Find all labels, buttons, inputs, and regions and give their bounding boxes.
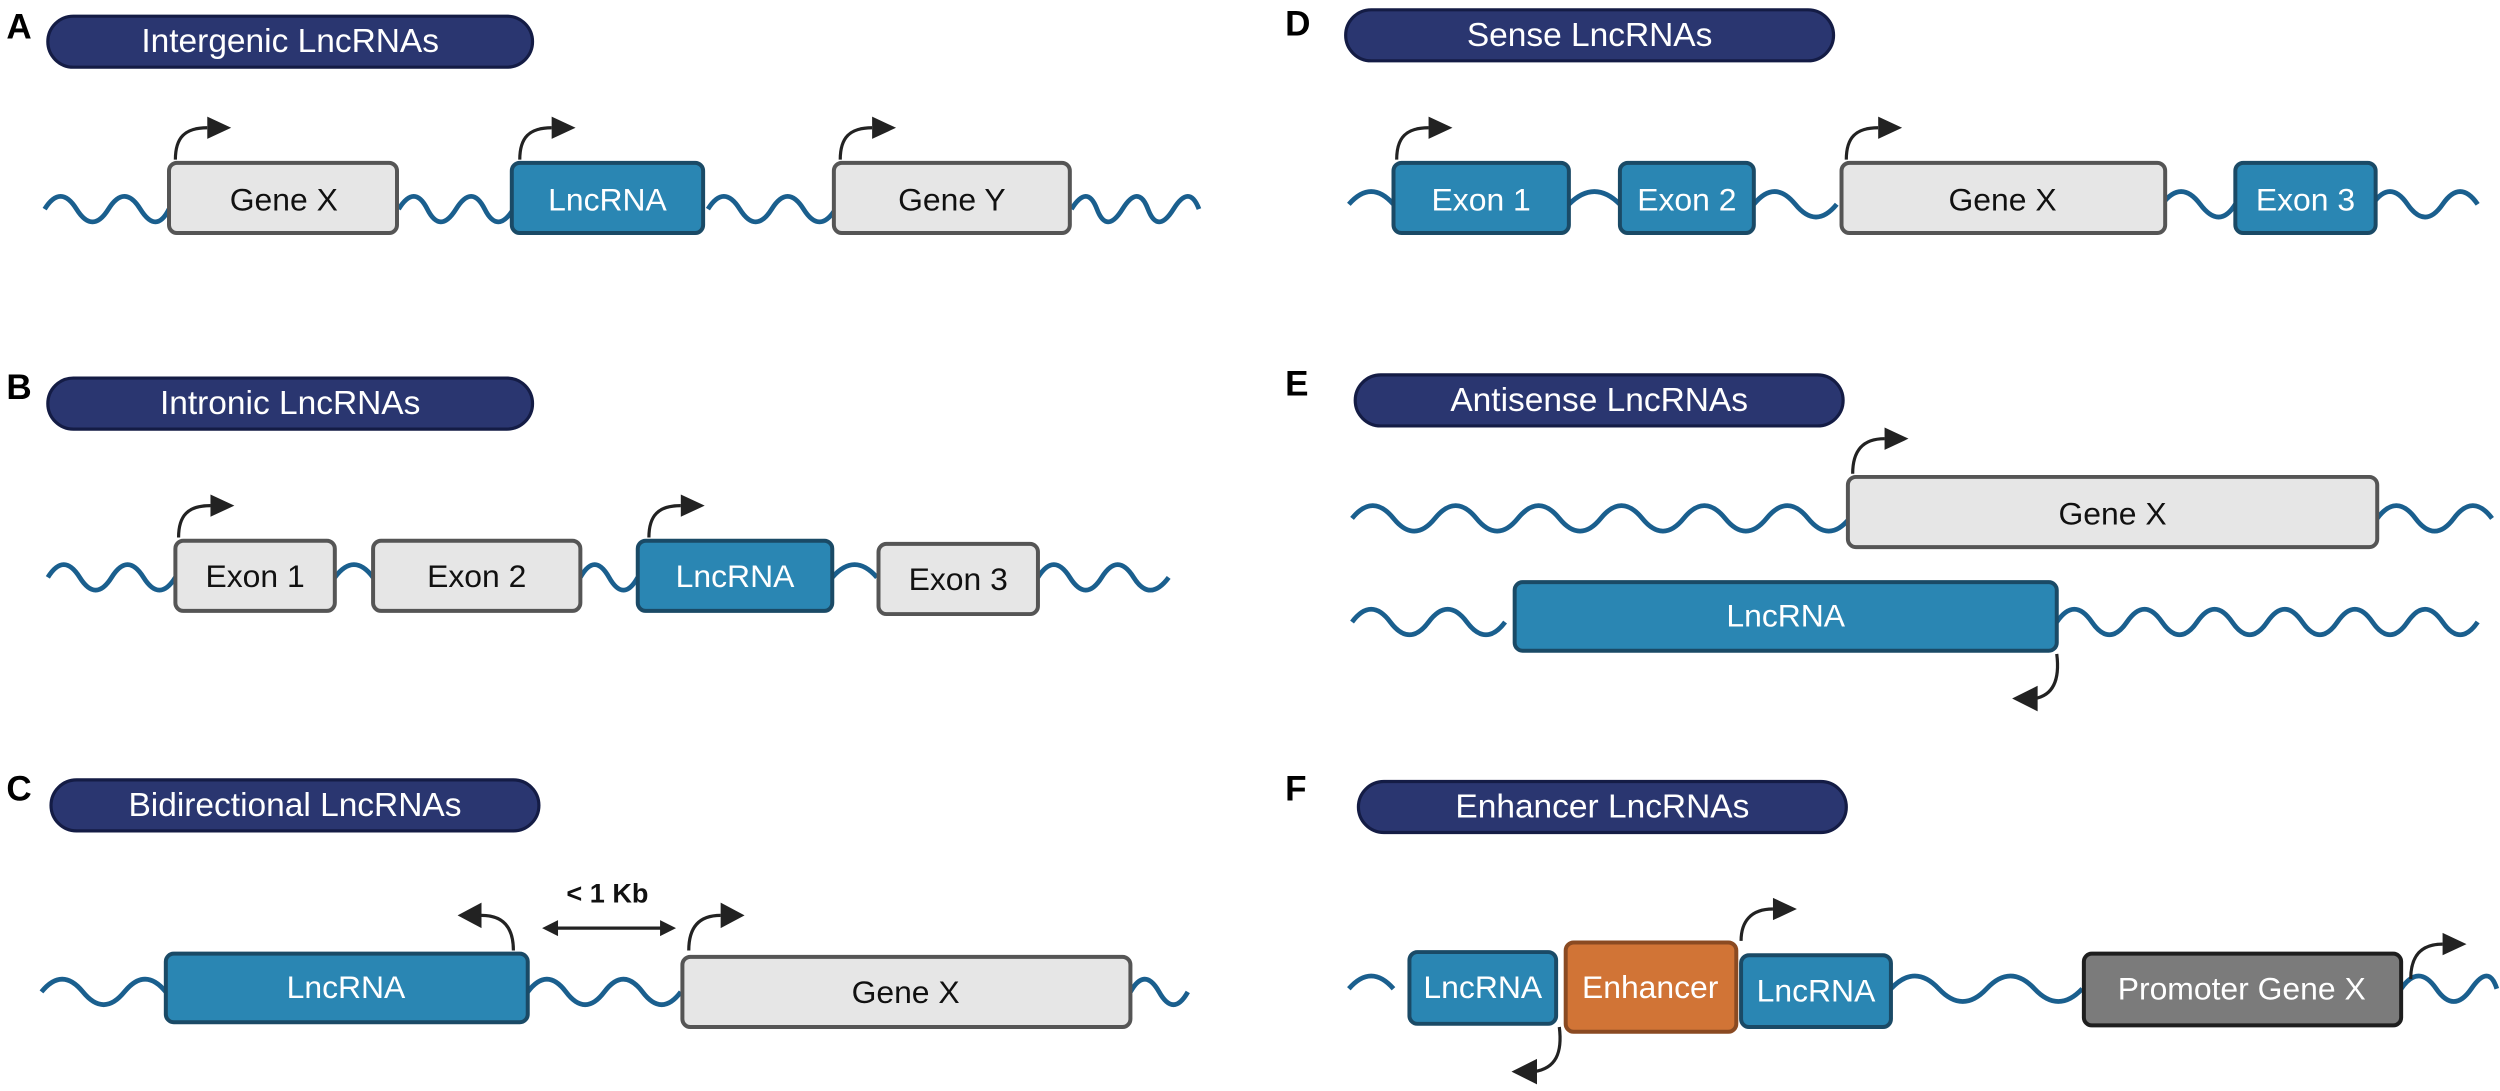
lncrna-label: LncRNA — [1757, 972, 1876, 1008]
gene-x-box — [680, 954, 1133, 1029]
gene-x-box — [1845, 474, 2380, 550]
transcription-start-arrow-icon — [647, 494, 705, 538]
panel-d: D Sense LncRNAs Exon 1 Exon 2 Gene X Exo… — [1285, 4, 2480, 235]
dna-strand — [1347, 189, 2480, 220]
transcription-start-arrow-icon — [1739, 897, 1797, 941]
exon-2-box — [1617, 160, 1756, 235]
panel-letter-b: B — [6, 368, 31, 407]
lncrna-box — [163, 951, 530, 1025]
panel-c: C Bidirectional LncRNAs LncRNA Gene X < … — [6, 770, 1190, 1029]
lncrna-box — [509, 160, 706, 235]
promoter-gene-x-label: Promoter Gene X — [2118, 971, 2366, 1007]
title-pill-c — [49, 778, 541, 833]
panel-letter-f: F — [1285, 770, 1306, 809]
dna-strand — [1350, 606, 2480, 638]
exon-3-label: Exon 3 — [2256, 182, 2355, 218]
exon-3-box — [2233, 160, 2378, 235]
exon-2-box — [371, 538, 583, 613]
dna-strand — [42, 193, 1202, 225]
enhancer-label: Enhancer — [1582, 969, 1719, 1005]
panel-e: E Antisense LncRNAs Gene X LncRNA — [1285, 365, 2494, 712]
panel-f: F Enhancer LncRNAs LncRNA Enhancer LncRN… — [1285, 770, 2500, 1085]
transcription-start-arrow-icon — [2409, 932, 2467, 980]
panel-b: B Intronic LncRNAs Exon 1 Exon 2 LncRNA … — [6, 368, 1171, 617]
gene-x-box — [167, 160, 399, 235]
panel-title-b: Intronic LncRNAs — [160, 385, 420, 422]
panel-title-f: Enhancer LncRNAs — [1455, 788, 1749, 825]
lncrna-box — [1739, 953, 1893, 1029]
dna-strand — [39, 976, 1190, 1008]
panel-title-a: Intergenic LncRNAs — [141, 23, 439, 60]
gene-y-box — [831, 160, 1072, 235]
panel-title-d: Sense LncRNAs — [1467, 17, 1713, 54]
transcription-start-arrow-icon — [1844, 116, 1903, 160]
dna-strand — [45, 562, 1171, 593]
lncrna-label: LncRNA — [1423, 969, 1542, 1005]
enhancer-box — [1563, 940, 1739, 1034]
title-pill-e — [1353, 373, 1845, 428]
transcription-start-arrow-icon — [176, 494, 235, 538]
exon-1-label: Exon 1 — [1432, 182, 1531, 218]
exon-2-label: Exon 2 — [427, 558, 526, 594]
title-pill-a — [46, 14, 535, 69]
exon-1-box — [173, 538, 337, 613]
lncrna-box — [1407, 950, 1559, 1026]
transcription-start-arrow-icon — [1395, 116, 1453, 160]
panel-letter-c: C — [6, 770, 31, 809]
reverse-transcription-arrow-icon — [457, 902, 515, 951]
transcription-start-arrow-icon — [1851, 427, 1909, 474]
gene-x-label: Gene X — [2059, 496, 2167, 532]
gene-x-label: Gene X — [1949, 182, 2057, 218]
reverse-transcription-arrow-icon — [2012, 653, 2060, 712]
reverse-transcription-arrow-icon — [1511, 1026, 1562, 1085]
panel-letter-d: D — [1285, 4, 1310, 43]
promoter-gene-x-box — [2081, 951, 2404, 1028]
distance-label: < 1 Kb — [566, 878, 648, 909]
title-pill-b — [46, 376, 535, 431]
lncrna-label: LncRNA — [287, 969, 406, 1005]
panel-letter-e: E — [1285, 365, 1308, 404]
exon-1-label: Exon 1 — [205, 558, 304, 594]
transcription-start-arrow-icon — [687, 902, 745, 951]
distance-double-arrow-icon — [542, 920, 677, 937]
title-pill-f — [1356, 779, 1848, 835]
exon-2-label: Exon 2 — [1637, 182, 1736, 218]
lncrna-box — [635, 538, 835, 613]
exon-3-box — [876, 541, 1040, 617]
transcription-start-arrow-icon — [838, 116, 897, 160]
panel-title-e: Antisense LncRNAs — [1450, 382, 1748, 419]
gene-x-label: Gene X — [230, 182, 338, 218]
lncrna-label: LncRNA — [1726, 598, 1845, 634]
transcription-start-arrow-icon — [518, 116, 576, 160]
title-pill-d — [1344, 8, 1836, 63]
exon-3-label: Exon 3 — [909, 561, 1008, 597]
lncrna-label: LncRNA — [676, 558, 795, 594]
panel-letter-a: A — [6, 7, 31, 46]
dna-strand — [1350, 503, 2494, 534]
panel-a: A Intergenic LncRNAs Gene X LncRNA Gene … — [6, 7, 1202, 235]
panel-title-c: Bidirectional LncRNAs — [128, 787, 461, 824]
transcription-start-arrow-icon — [173, 116, 232, 160]
lncrna-box — [1512, 580, 2059, 653]
lncrna-label: LncRNA — [548, 182, 667, 218]
gene-x-box — [1839, 160, 2168, 235]
gene-y-label: Gene Y — [898, 182, 1006, 218]
dna-strand — [1347, 973, 2500, 1004]
exon-1-box — [1391, 160, 1571, 235]
gene-x-label: Gene X — [852, 974, 960, 1010]
